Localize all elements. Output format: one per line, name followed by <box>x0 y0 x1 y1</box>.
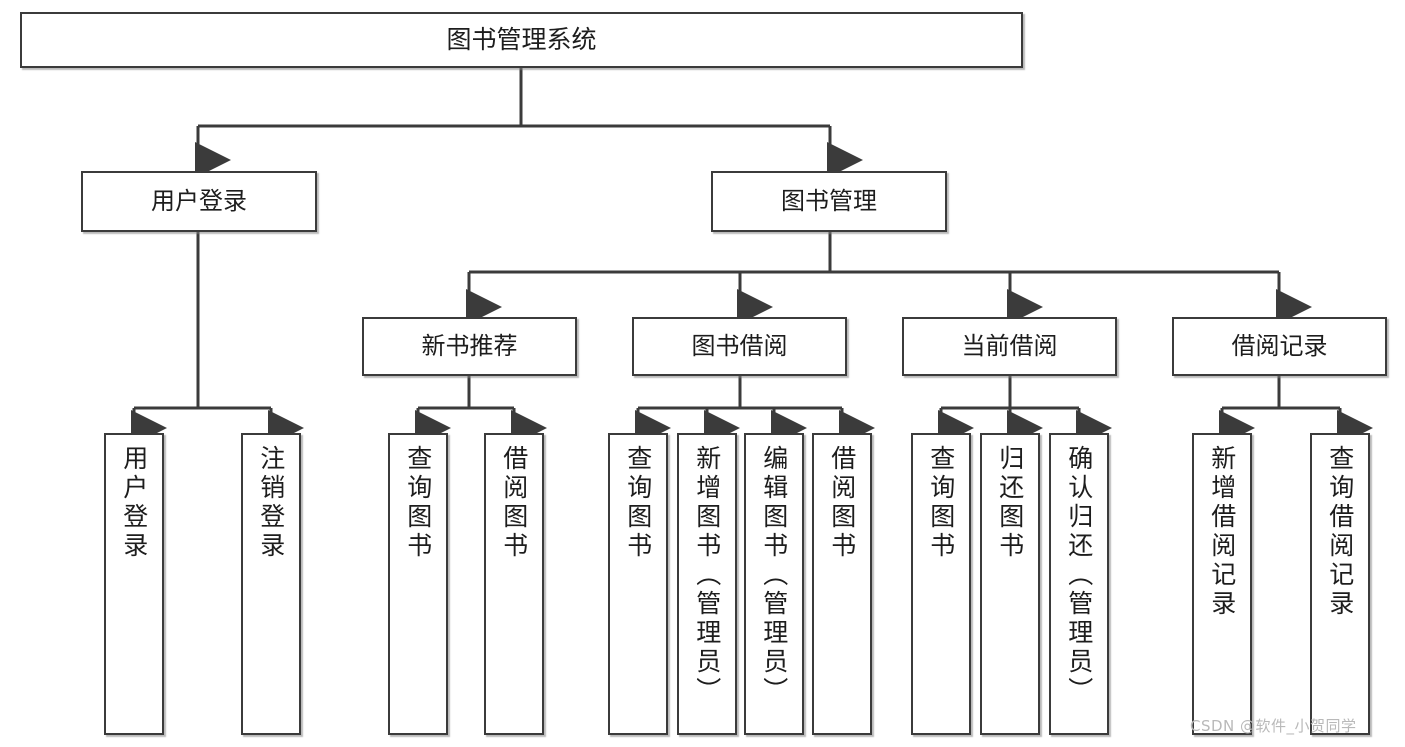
leaf-book-borrow-3-label: 编辑图书（管理员） <box>759 445 789 706</box>
leaf-borrow-record-2[interactable]: 查询借阅记录 <box>1310 433 1370 735</box>
leaf-new-book-2[interactable]: 借阅图书 <box>484 433 544 735</box>
leaf-current-borrow-1[interactable]: 查询图书 <box>911 433 971 735</box>
leaf-current-borrow-3[interactable]: 确认归还（管理员） <box>1049 433 1109 735</box>
leaf-current-borrow-2[interactable]: 归还图书 <box>980 433 1040 735</box>
node-borrow-record-label: 借阅记录 <box>1231 332 1328 361</box>
node-user-login-label: 用户登录 <box>151 187 247 216</box>
node-root[interactable]: 图书管理系统 <box>20 12 1023 68</box>
node-book-manage[interactable]: 图书管理 <box>711 171 947 232</box>
node-new-book-recommend-label: 新书推荐 <box>421 332 518 361</box>
leaf-book-borrow-1-label: 查询图书 <box>623 445 653 561</box>
leaf-borrow-record-1[interactable]: 新增借阅记录 <box>1192 433 1252 735</box>
leaf-user-login-1-label: 用户登录 <box>119 445 149 561</box>
node-root-label: 图书管理系统 <box>446 25 597 55</box>
leaf-book-borrow-4[interactable]: 借阅图书 <box>812 433 872 735</box>
leaf-current-borrow-2-label: 归还图书 <box>995 445 1025 561</box>
leaf-new-book-1[interactable]: 查询图书 <box>388 433 448 735</box>
leaf-user-login-2-label: 注销登录 <box>256 445 286 561</box>
leaf-user-login-1[interactable]: 用户登录 <box>104 433 164 735</box>
watermark-text: CSDN @软件_小贺同学 <box>1190 717 1357 735</box>
leaf-book-borrow-4-label: 借阅图书 <box>827 445 857 561</box>
leaf-user-login-2[interactable]: 注销登录 <box>241 433 301 735</box>
leaf-book-borrow-3[interactable]: 编辑图书（管理员） <box>744 433 804 735</box>
leaf-new-book-1-label: 查询图书 <box>403 445 433 561</box>
node-borrow-record[interactable]: 借阅记录 <box>1172 317 1387 376</box>
leaf-book-borrow-1[interactable]: 查询图书 <box>608 433 668 735</box>
leaf-book-borrow-2-label: 新增图书（管理员） <box>692 445 722 706</box>
node-book-borrow-label: 图书借阅 <box>691 332 788 361</box>
node-book-manage-label: 图书管理 <box>781 187 877 216</box>
leaf-current-borrow-3-label: 确认归还（管理员） <box>1064 445 1094 706</box>
leaf-borrow-record-1-label: 新增借阅记录 <box>1207 445 1237 619</box>
node-user-login[interactable]: 用户登录 <box>81 171 317 232</box>
leaf-current-borrow-1-label: 查询图书 <box>926 445 956 561</box>
node-current-borrow-label: 当前借阅 <box>961 332 1058 361</box>
leaf-new-book-2-label: 借阅图书 <box>499 445 529 561</box>
node-new-book-recommend[interactable]: 新书推荐 <box>362 317 577 376</box>
node-current-borrow[interactable]: 当前借阅 <box>902 317 1117 376</box>
node-book-borrow[interactable]: 图书借阅 <box>632 317 847 376</box>
leaf-borrow-record-2-label: 查询借阅记录 <box>1325 445 1355 619</box>
leaf-book-borrow-2[interactable]: 新增图书（管理员） <box>677 433 737 735</box>
